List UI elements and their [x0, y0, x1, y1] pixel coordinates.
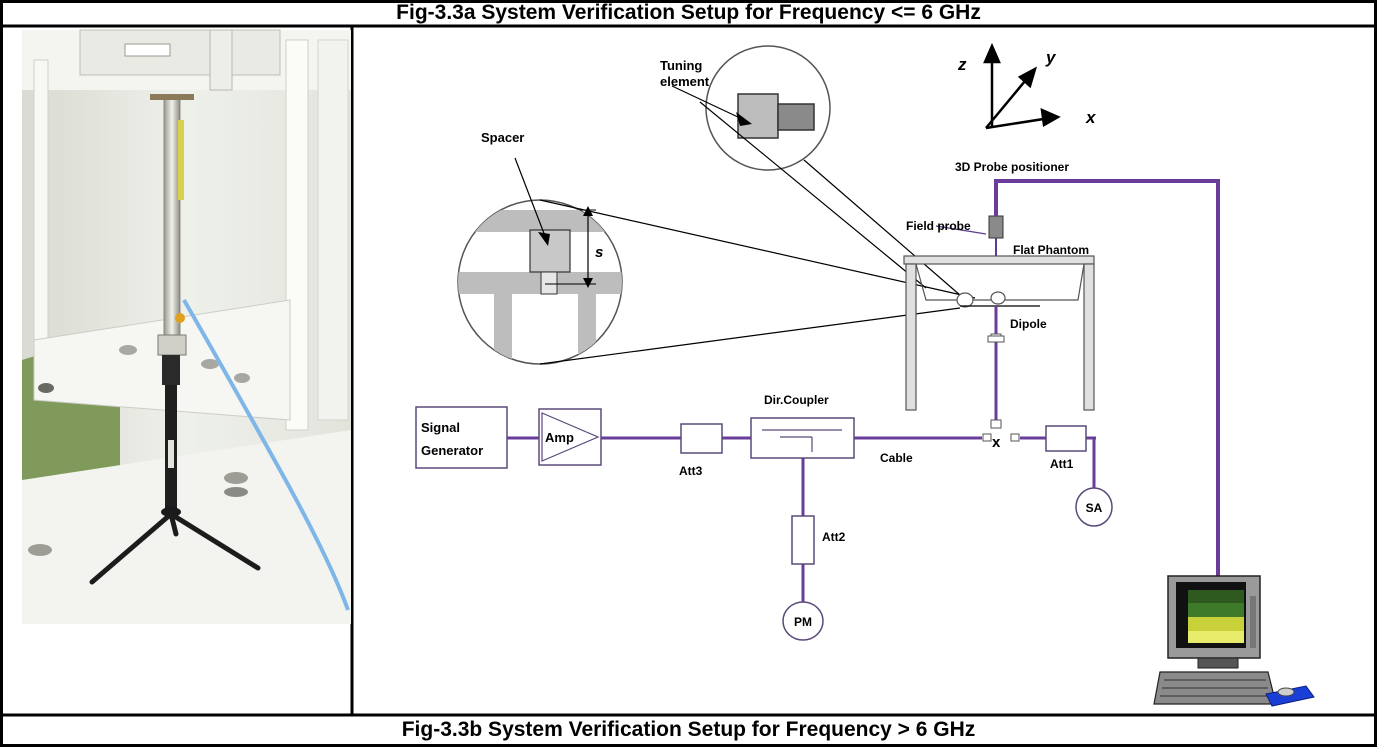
dipole-photo [22, 29, 351, 624]
connector-right [1010, 433, 1020, 442]
signal-generator-label-1: Signal [421, 420, 460, 435]
connector-label: x [992, 434, 1001, 451]
dipole-label: Dipole [1010, 317, 1047, 331]
dir-coupler-symbol [762, 429, 842, 452]
computer-icon [1153, 575, 1315, 707]
signal-generator-box [415, 406, 508, 469]
att1-box [1045, 425, 1087, 452]
sa-circle [1075, 487, 1113, 527]
spacer-dimension-label: s [595, 244, 603, 261]
field-probe-label: Field probe [906, 219, 971, 233]
att2-label: Att2 [822, 530, 846, 544]
tuning-element-label-1: Tuning [660, 58, 702, 73]
flat-phantom-label: Flat Phantom [1013, 243, 1089, 257]
spacer-magnifier [457, 157, 976, 365]
cable-label: Cable [880, 451, 913, 465]
probe-positioner-cable [994, 179, 1220, 576]
att1-label: Att1 [1050, 457, 1074, 471]
sa-label: SA [1086, 501, 1103, 515]
spacer-label: Spacer [481, 130, 524, 145]
probe-positioner-label: 3D Probe positioner [955, 160, 1069, 174]
att2-box [791, 515, 815, 565]
flat-phantom-table [903, 255, 1095, 411]
connector-left [982, 433, 992, 442]
signal-chain-lines [507, 436, 1096, 604]
figure-caption-top: Fig-3.3a System Verification Setup for F… [396, 1, 981, 24]
tuning-element-magnifier [671, 45, 969, 303]
field-probe [935, 215, 1004, 256]
axis-z-label: z [957, 55, 967, 74]
amp-label: Amp [545, 430, 574, 445]
att3-label: Att3 [679, 464, 703, 478]
pm-label: PM [794, 615, 812, 629]
dir-coupler-box [750, 417, 855, 459]
att3-box [680, 423, 723, 454]
dipole-feed [987, 306, 1005, 429]
axes-indicator [983, 42, 1061, 130]
dir-coupler-label: Dir.Coupler [764, 393, 829, 407]
tuning-element-label-2: element [660, 74, 710, 89]
signal-generator-label-2: Generator [421, 443, 483, 458]
axis-y-label: y [1045, 48, 1057, 67]
axis-x-label: x [1085, 108, 1097, 127]
pm-circle [782, 601, 824, 641]
amp-symbol [541, 412, 600, 462]
figure-caption-bottom: Fig-3.3b System Verification Setup for F… [401, 718, 976, 741]
